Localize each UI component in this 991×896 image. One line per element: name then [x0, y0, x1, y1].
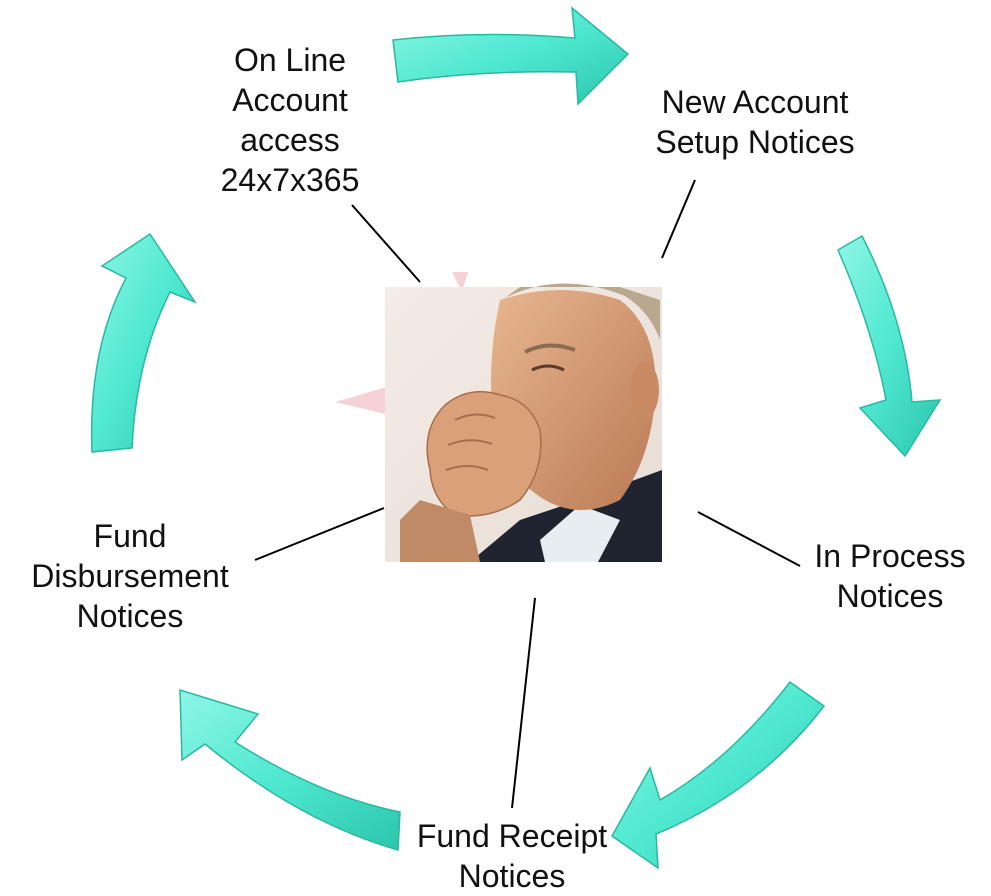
label-fund-disbursement: Fund Disbursement Notices: [10, 516, 250, 636]
connector-receipt: [511, 597, 536, 809]
hair: [505, 283, 660, 340]
label-line: 24x7x365: [220, 162, 360, 198]
label-line: Account: [232, 82, 348, 118]
arrow-top: [392, 6, 630, 106]
label-line: access: [240, 122, 340, 158]
connector-online: [351, 204, 421, 283]
label-in-process: In Process Notices: [790, 536, 990, 616]
cycle-arrows: [90, 6, 942, 870]
brow: [524, 343, 576, 354]
eye: [531, 364, 565, 372]
label-line: Notices: [76, 598, 184, 634]
connector-disb: [254, 507, 385, 561]
connector-newacct: [661, 179, 696, 259]
shirt-collar: [540, 505, 620, 562]
pink-wedge: [335, 386, 390, 415]
label-line: Fund Receipt: [416, 818, 608, 854]
pink-wedge-top: [452, 272, 468, 292]
label-line: Fund: [93, 518, 167, 554]
label-line: Disbursement: [31, 558, 229, 594]
label-line: On Line: [233, 42, 347, 78]
arrow-bottom-right: [611, 680, 826, 870]
center-photo: [385, 283, 662, 562]
connector-inproc: [697, 511, 801, 567]
arrow-left: [90, 232, 197, 453]
label-new-account-setup: New Account Setup Notices: [595, 82, 915, 162]
arrow-bottom-left: [179, 688, 401, 851]
ear: [631, 362, 659, 418]
label-line: New Account: [661, 84, 849, 120]
connector-lines: [254, 179, 801, 809]
finger-2: [447, 439, 493, 446]
label-line: Notices: [458, 858, 566, 894]
label-line: Notices: [836, 578, 944, 614]
label-line: In Process: [814, 538, 966, 574]
finger-1: [454, 413, 496, 421]
label-fund-receipt: Fund Receipt Notices: [362, 816, 662, 896]
sleeve: [400, 500, 480, 562]
finger-3: [445, 465, 489, 471]
label-line: Setup Notices: [655, 124, 855, 160]
arrow-right: [837, 234, 942, 458]
label-online-account-access: On Line Account access 24x7x365: [150, 40, 430, 200]
